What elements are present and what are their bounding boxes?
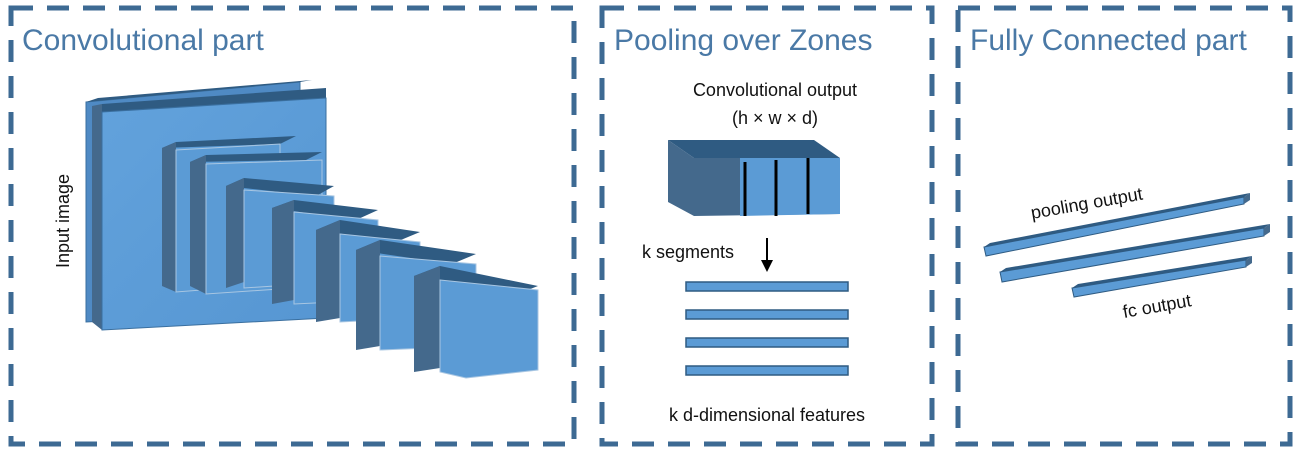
conv-output-block: [668, 140, 840, 216]
pooling-panel-border: [599, 5, 935, 447]
input-image-label: Input image: [53, 174, 73, 268]
fully-connected-panel-border: [955, 5, 1293, 447]
feature-map-7: [414, 266, 539, 379]
fully-connected-panel-title: Fully Connected part: [970, 24, 1247, 57]
convolutional-panel-border: [8, 5, 577, 447]
conv-output-label: Convolutional output: [693, 80, 857, 100]
down-arrow-icon: [761, 238, 773, 272]
pooled-features: [685, 281, 849, 376]
pooling-panel: Pooling over Zones Convolutional output …: [599, 5, 935, 447]
convolutional-panel: Convolutional part Input image: [8, 5, 577, 447]
convolutional-panel-title: Convolutional part: [22, 24, 264, 57]
k-features-label: k d-dimensional features: [669, 405, 865, 425]
pooled-feature-bar: [685, 281, 849, 292]
pooled-feature-bar: [685, 337, 849, 348]
pooled-feature-bar: [685, 309, 849, 320]
conv-output-dims: (h × w × d): [732, 108, 818, 128]
pooling-panel-title: Pooling over Zones: [614, 24, 873, 57]
pooled-feature-bar: [685, 365, 849, 376]
fully-connected-panel: Fully Connected part pooling output fc o…: [955, 5, 1293, 447]
fc-output-label: fc output: [1121, 290, 1192, 322]
pooling-output-bar: [983, 193, 1250, 257]
fc-hidden-bar: [999, 224, 1270, 283]
fc-output-bar: [1071, 256, 1252, 298]
k-segments-label: k segments: [642, 242, 734, 262]
